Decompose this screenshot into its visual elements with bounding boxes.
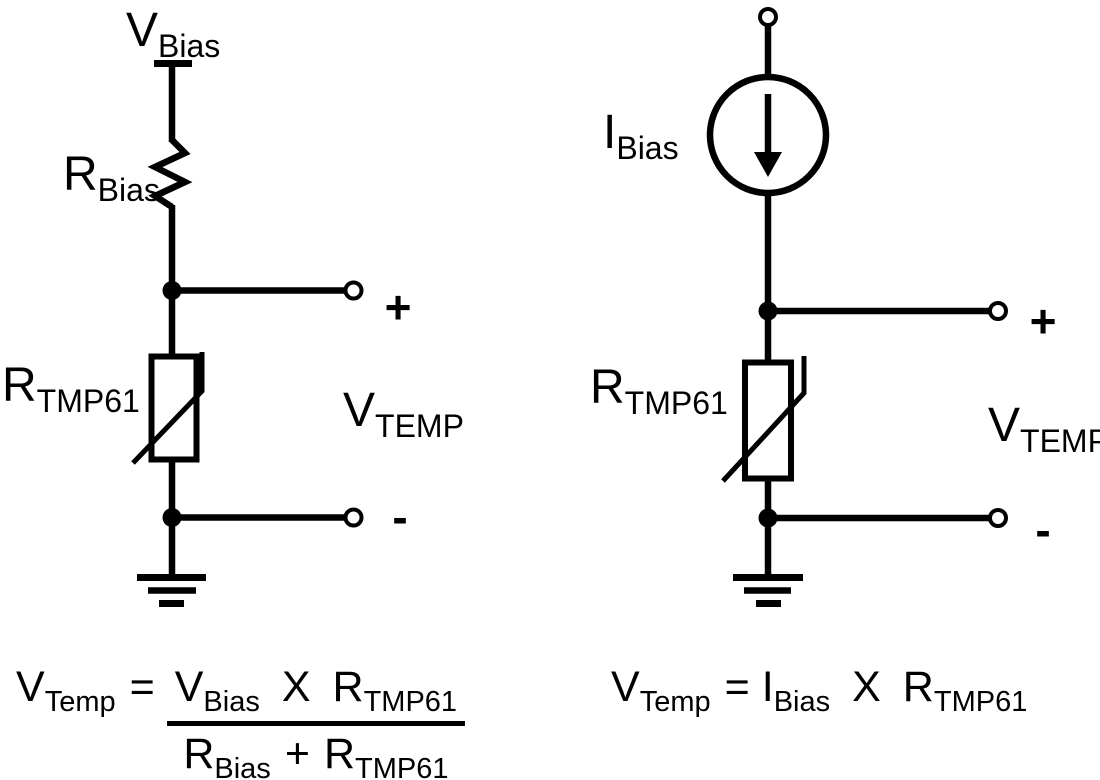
tmp61-thermistor-diagonal-left <box>131 352 205 465</box>
ibias-sub: Bias <box>616 130 679 166</box>
lf-lhs: VTemp <box>16 663 116 718</box>
lf-numerator: VBias X RTMP61 <box>174 663 458 718</box>
voltage-bias-formula: VTemp = VBias X RTMP61 RBias + RTMP61 <box>16 663 466 780</box>
minus-sign-left: - <box>392 491 408 543</box>
lf-fraction: VBias X RTMP61 RBias + RTMP61 <box>166 663 466 780</box>
rbias-sub: Bias <box>97 172 160 208</box>
rf-equals: = <box>724 663 750 711</box>
vbias-label: VBias <box>126 4 220 63</box>
rf-current: IBias <box>761 663 831 718</box>
terminal-circle-right-minus <box>988 508 1008 528</box>
terminal-circle-left-plus <box>343 280 364 301</box>
rbias-resistor-zigzag-icon <box>147 137 193 210</box>
terminal-circle-right-plus <box>988 301 1008 321</box>
tmp61-thermistor-body-left <box>148 353 200 463</box>
ground-symbol-left <box>137 574 206 607</box>
vbias-main: V <box>126 4 159 57</box>
current-arrow-head-icon <box>754 152 782 177</box>
ibias-main: I <box>603 106 617 159</box>
fraction-bar <box>166 721 466 726</box>
minus-sign-right: - <box>1035 504 1051 556</box>
vtemp-left-sub: TEMP <box>375 408 464 444</box>
lf-times: X <box>281 663 311 711</box>
lf-equals: = <box>129 663 155 711</box>
vtemp-left-label: VTEMP <box>343 384 464 443</box>
plus-sign-left: + <box>384 281 412 333</box>
lf-denominator: RBias + RTMP61 <box>183 730 449 780</box>
current-bias-circuit <box>706 7 1008 607</box>
rtmp61-right-main: R <box>590 361 625 414</box>
ibias-label: IBias <box>603 106 679 165</box>
tmp61-thermistor-diagonal-right <box>721 356 807 483</box>
vtemp-left-main: V <box>343 384 376 437</box>
rf-resistance: RTMP61 <box>902 663 1028 718</box>
rtmp61-right-sub: TMP61 <box>624 385 728 421</box>
vbias-sub: Bias <box>158 28 221 64</box>
vtemp-right-main: V <box>988 399 1021 452</box>
vtemp-right-label: VTEMP <box>988 399 1100 458</box>
current-bias-formula: VTemp = IBias X RTMP61 <box>611 663 1028 718</box>
rtmp61-left-sub: TMP61 <box>36 383 140 419</box>
lf-plus: + <box>284 730 310 778</box>
plus-sign-right: + <box>1029 295 1057 347</box>
terminal-circle-left-minus <box>343 507 364 528</box>
vtemp-right-sub: TEMP <box>1020 423 1100 459</box>
rf-times: X <box>852 663 881 711</box>
rbias-main: R <box>63 148 98 201</box>
terminal-circle-right-top <box>758 7 778 27</box>
rbias-label: RBias <box>63 148 160 207</box>
rtmp61-right-label: RTMP61 <box>590 361 728 420</box>
ground-symbol-right <box>733 574 803 607</box>
rf-lhs: VTemp <box>611 663 711 718</box>
tmp61-thermistor-body-right <box>742 359 794 482</box>
voltage-bias-circuit <box>131 60 364 607</box>
rtmp61-left-main: R <box>2 359 37 412</box>
rtmp61-left-label: RTMP61 <box>2 359 140 418</box>
